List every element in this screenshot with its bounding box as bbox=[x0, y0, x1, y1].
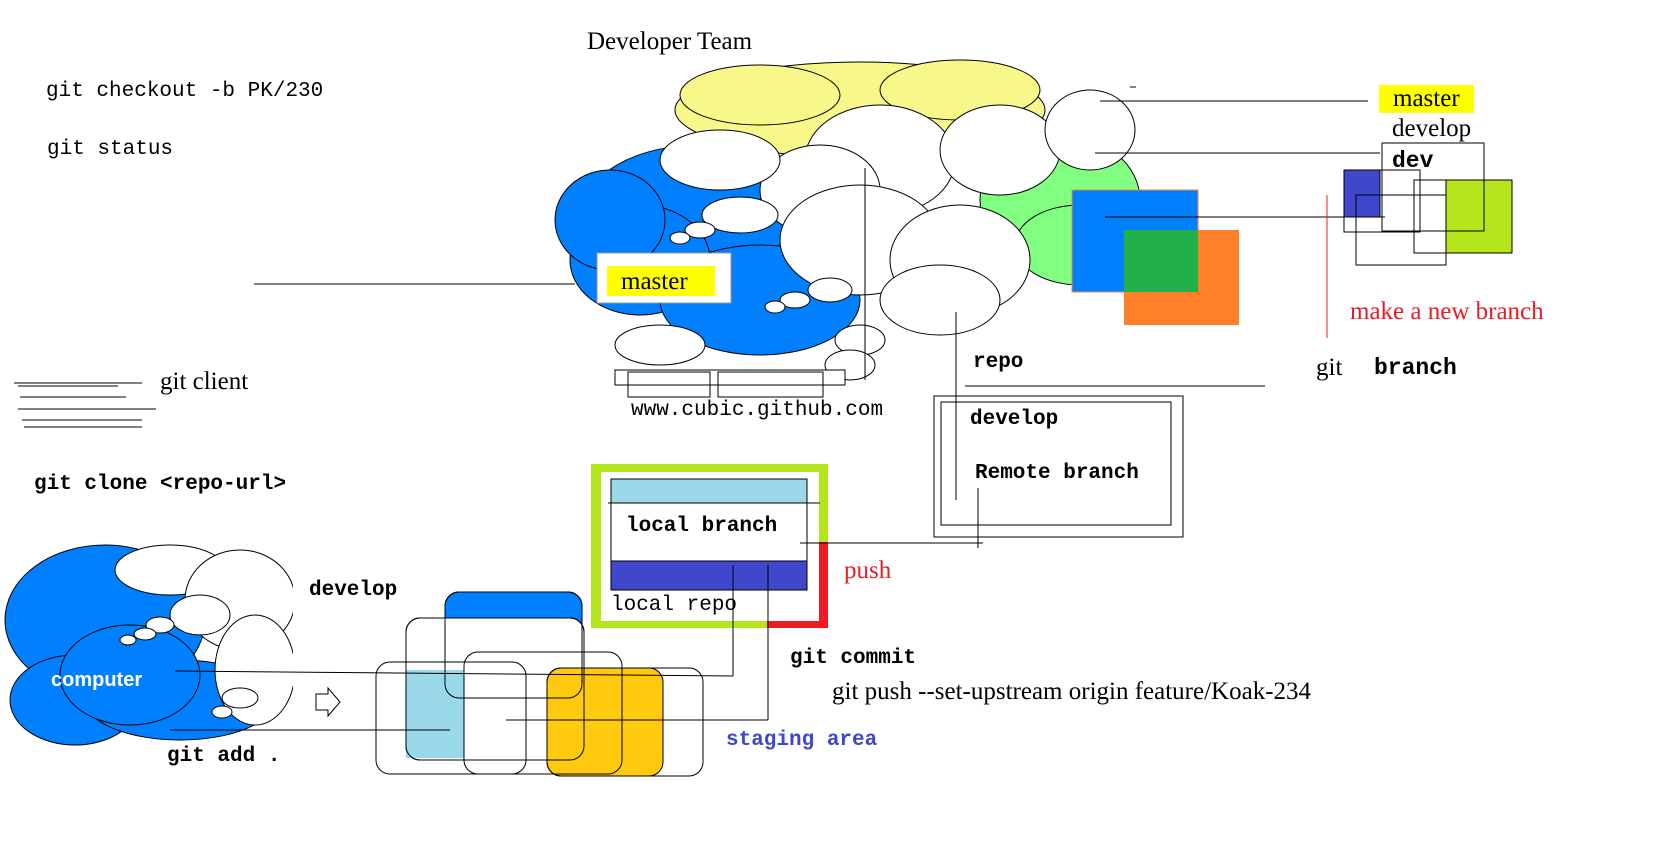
push-label: push bbox=[844, 557, 892, 584]
git-client-lines bbox=[14, 382, 156, 428]
cmd-clone: git clone <repo-url> bbox=[34, 473, 287, 496]
local-repo-block bbox=[591, 464, 828, 628]
cloud-master-bg bbox=[607, 266, 715, 296]
cmd-commit: git commit bbox=[790, 647, 917, 670]
branch-master: master bbox=[1379, 85, 1474, 113]
local-branch-label: local branch bbox=[626, 515, 778, 538]
branch-develop: develop bbox=[1392, 115, 1472, 142]
local-connectors bbox=[732, 542, 983, 720]
remote-develop-label: develop bbox=[970, 408, 1059, 431]
cmd-status: git status bbox=[47, 138, 174, 161]
staging-area-label: staging area bbox=[726, 729, 878, 752]
cmd-push-upstream: git push --set-upstream origin feature/K… bbox=[832, 678, 1312, 705]
computer-cloud bbox=[4, 544, 296, 746]
develop-left-label: develop bbox=[309, 579, 398, 602]
staging-area-shapes bbox=[375, 591, 704, 777]
cmd-checkout: git checkout -b PK/230 bbox=[46, 80, 324, 103]
branch-squares bbox=[1343, 142, 1513, 266]
cloud-squares bbox=[1071, 189, 1239, 325]
remote-branch-label: Remote branch bbox=[975, 462, 1139, 485]
git-branch-word: branch bbox=[1374, 355, 1457, 381]
branch-dev: dev bbox=[1392, 148, 1434, 174]
computer-label: computer bbox=[51, 669, 143, 691]
cloud-master-label: master bbox=[621, 268, 688, 295]
connectors-top bbox=[254, 86, 1385, 500]
staging-connectors bbox=[170, 670, 768, 731]
arrow-icon bbox=[315, 686, 341, 718]
make-new-branch-label: make a new branch bbox=[1350, 298, 1544, 325]
computer-cloud-clip bbox=[293, 530, 373, 770]
git-branch-cmd: git bbox=[1316, 354, 1343, 381]
local-repo-label: local repo bbox=[611, 594, 738, 617]
repo-label: repo bbox=[973, 351, 1024, 374]
developer-cloud bbox=[554, 59, 1146, 381]
cloud-base-boxes bbox=[614, 168, 866, 398]
page-title: Developer Team bbox=[587, 28, 753, 55]
git-client-label: git client bbox=[160, 368, 249, 395]
remote-branch-box bbox=[933, 395, 1184, 548]
cmd-add: git add . bbox=[167, 745, 281, 768]
website-label: www.cubic.github.com bbox=[631, 399, 884, 422]
